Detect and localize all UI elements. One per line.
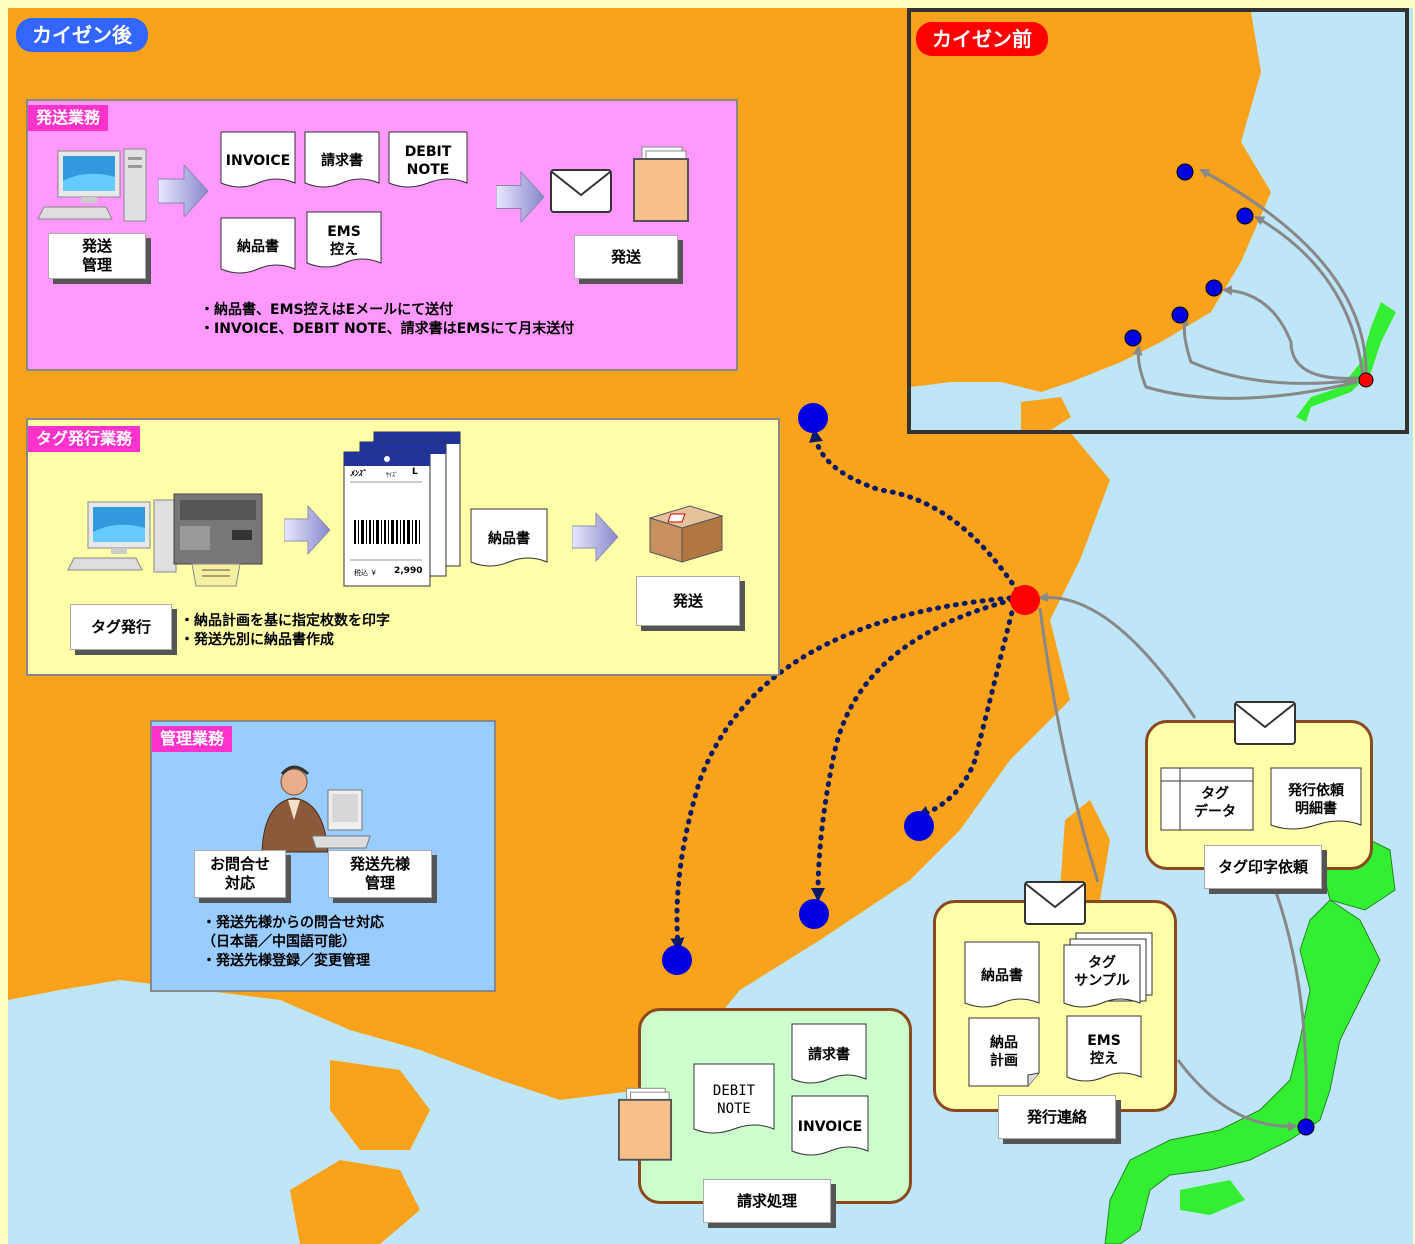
hub-dot-shanghai: [1010, 585, 1040, 615]
envelope-icon: [1234, 701, 1296, 745]
arrow-right-icon: [158, 165, 208, 217]
japan-main: [1104, 899, 1381, 1244]
tag-card-size-label: ｻｲｽﾞ: [386, 472, 399, 479]
hainan-island: [290, 1160, 420, 1244]
billing-box: 請求書 DEBIT NOTE INVOICE 請求処理: [617, 1008, 912, 1223]
doc-request-spec: 発行依頼 明細書: [1270, 767, 1362, 833]
tag-issue-notes: ・納品計画を基に指定枚数を印字 ・発送先別に納品書作成: [180, 613, 390, 648]
destination-dot-guangxi: [662, 945, 692, 975]
tag-card-brand: ﾒﾝｽﾞ: [350, 469, 366, 478]
doc-invoice: INVOICE: [791, 1095, 869, 1159]
arrow-request-to-japan: [1274, 891, 1308, 1121]
arrow-right-icon: [572, 512, 618, 562]
doc-plan: 納品 計画: [968, 1017, 1040, 1087]
leizhou-peninsula: [330, 1060, 430, 1150]
doc-nohin: 納品書: [470, 508, 548, 570]
inset-map-before: カイゼン前: [907, 8, 1409, 434]
arrow-contact-to-japan: [1176, 1059, 1298, 1132]
computer-icon: [37, 148, 147, 222]
billing-title: 請求処理: [703, 1179, 831, 1223]
japan-shikoku: [1180, 1180, 1245, 1215]
arrow-tagdata-to-hub: [1038, 592, 1197, 719]
shipping-notes: ・納品書、EMS控えはEメールにて送付 ・INVOICE、DEBIT NOTE、…: [200, 302, 575, 337]
shipping-system-label: 発送 管理: [48, 233, 146, 279]
admin-panel-title: 管理業務: [152, 726, 233, 752]
inset-map-svg: [911, 12, 1405, 430]
arrow-contact-to-hub: [1038, 607, 1100, 883]
doc-nohin: 納品書: [964, 941, 1040, 1011]
origin-dot-tokyo: [1297, 1118, 1315, 1136]
arrow-right-icon: [284, 504, 330, 556]
computer-icon: [67, 499, 177, 573]
printed-tags-stack: ﾒﾝｽﾞ ｻｲｽﾞ L 税込 ￥ 2,990: [342, 430, 464, 590]
tag-card-size: L: [412, 467, 418, 477]
shipping-panel-title: 発送業務: [28, 105, 109, 131]
arrow-right-icon: [496, 171, 544, 223]
barcode-icon: [354, 520, 420, 544]
doc-seikyu: 請求書: [304, 131, 380, 191]
package-envelope-icon: [633, 146, 689, 222]
tag-data-table: タグ データ: [1160, 767, 1254, 831]
tag-card-price: 2,990: [394, 566, 423, 576]
doc-debit-note: DEBIT NOTE: [388, 131, 468, 191]
tag-print-request-box: タグ データ 発行依頼 明細書 タグ印字依頼: [1145, 701, 1373, 889]
doc-nohin: 納品書: [220, 217, 296, 277]
badge-before: カイゼン前: [916, 22, 1048, 56]
dotted-arrow-south: [811, 597, 1015, 902]
shipping-panel: 発送業務 発送 管理 INVOICE 請求書 DEBIT NOTE: [26, 99, 738, 371]
tag-issue-panel-title: タグ発行業務: [28, 426, 141, 452]
issue-contact-title: 発行連絡: [998, 1095, 1116, 1139]
doc-debit-note: DEBIT NOTE: [693, 1063, 775, 1137]
destination-dot-north: [798, 403, 828, 433]
destination-dot-guangdong: [799, 899, 829, 929]
doc-invoice: INVOICE: [220, 131, 296, 191]
destination-dot-fujian: [904, 811, 934, 841]
envelope-icon: [550, 169, 612, 213]
tag-print-request-title: タグ印字依頼: [1204, 845, 1322, 889]
inquiry-label: お問合せ 対応: [194, 850, 286, 898]
doc-ems: EMS 控え: [306, 211, 382, 271]
tag-printer-icon: [173, 493, 263, 587]
issue-contact-box: 納品書 タグ サンプル 納品 計画 EMS 控え 発行連絡: [933, 881, 1177, 1139]
envelope-icon: [1024, 881, 1086, 925]
admin-panel: 管理業務 お問合せ 対応 発送先様 管理 ・発送先様からの問合せ対応 （日本語／…: [150, 720, 496, 992]
dotted-arrow-north: [809, 428, 1025, 601]
tag-issue-send-label: 発送: [636, 576, 740, 626]
dotted-arrow-southeast: [915, 601, 1017, 819]
package-envelope-icon: [617, 1087, 673, 1161]
tag-issue-panel: タグ発行業務 タグ発行: [26, 418, 780, 676]
destination-management-label: 発送先様 管理: [328, 850, 432, 898]
doc-ems: EMS 控え: [1066, 1015, 1142, 1085]
badge-after: カイゼン後: [16, 18, 148, 52]
tag-issue-system-label: タグ発行: [70, 604, 172, 650]
operator-icon: [261, 765, 371, 853]
doc-seikyu: 請求書: [791, 1023, 867, 1087]
cardboard-box-icon: [648, 505, 724, 563]
admin-notes: ・発送先様からの問合せ対応 （日本語／中国語可能） ・発送先様登録／変更管理: [202, 915, 384, 969]
tag-sample-stack: タグ サンプル: [1060, 929, 1156, 1015]
shipping-send-label: 発送: [574, 235, 678, 279]
dotted-arrow-southwest: [670, 595, 1013, 952]
tag-card-price-prefix: 税込 ￥: [354, 569, 378, 577]
